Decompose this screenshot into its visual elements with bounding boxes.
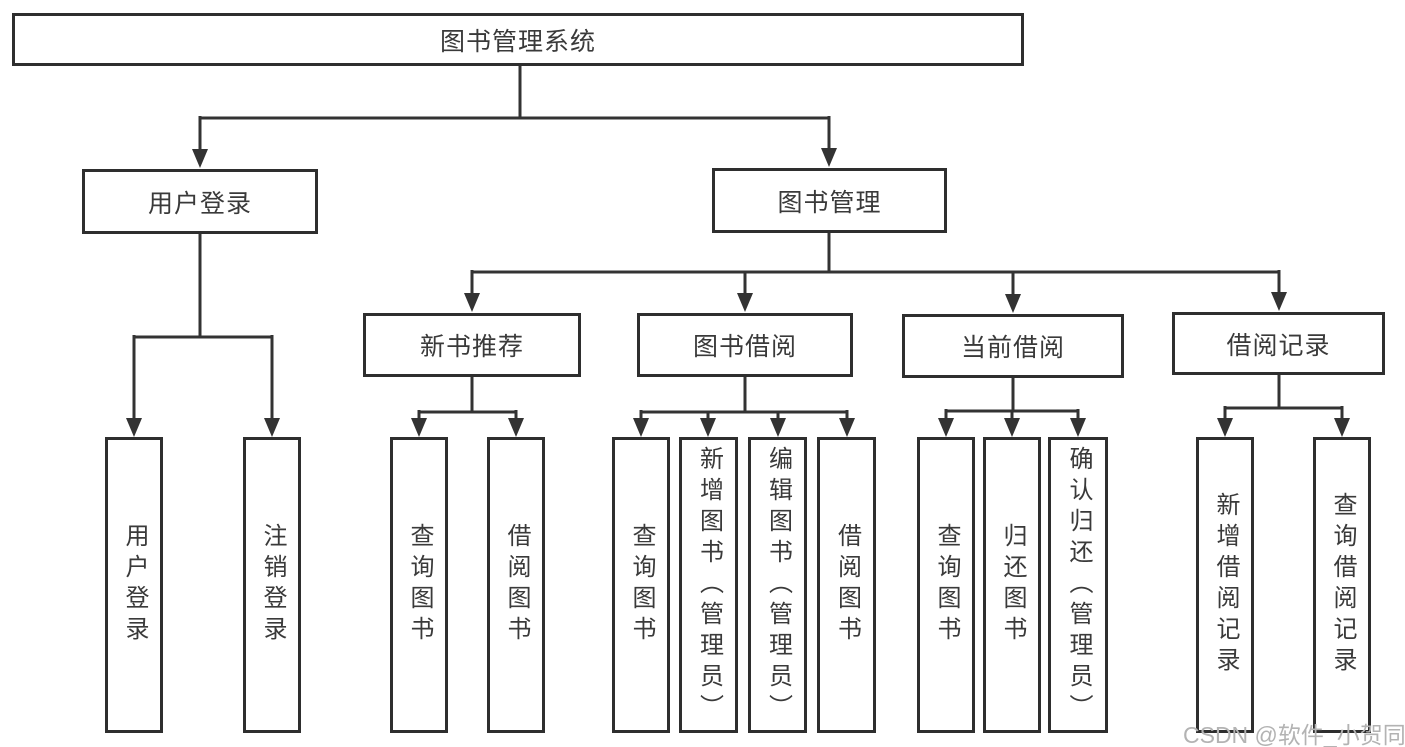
node-library-system: 图书管理系统 <box>12 13 1024 66</box>
connector-lines <box>132 66 1344 419</box>
leaf-query-books-borrow: 查询图书 <box>612 437 670 733</box>
leaf-query-books-current: 查询图书 <box>917 437 975 733</box>
leaf-borrow-books-recommend: 借阅图书 <box>487 437 545 733</box>
node-current-borrowing: 当前借阅 <box>902 314 1124 378</box>
leaf-user-login: 用户登录 <box>105 437 163 733</box>
leaf-add-borrow-record: 新增借阅记录 <box>1196 437 1254 733</box>
leaf-borrow-books: 借阅图书 <box>817 437 876 733</box>
leaf-edit-book-admin: 编辑图书（管理员） <box>748 437 807 733</box>
leaf-confirm-return-admin: 确认归还（管理员） <box>1048 437 1108 733</box>
leaf-add-book-admin: 新增图书（管理员） <box>679 437 738 733</box>
leaf-logout: 注销登录 <box>243 437 301 733</box>
leaf-query-borrow-record: 查询借阅记录 <box>1313 437 1371 733</box>
leaf-return-books: 归还图书 <box>983 437 1041 733</box>
node-book-borrowing: 图书借阅 <box>637 313 853 377</box>
node-user-login: 用户登录 <box>82 169 318 234</box>
node-book-management: 图书管理 <box>712 168 947 233</box>
leaf-query-books-recommend: 查询图书 <box>390 437 448 733</box>
node-borrowing-records: 借阅记录 <box>1172 312 1385 375</box>
node-new-book-recommend: 新书推荐 <box>363 313 581 377</box>
csdn-watermark: CSDN @软件_小贺同学 <box>1183 722 1405 747</box>
